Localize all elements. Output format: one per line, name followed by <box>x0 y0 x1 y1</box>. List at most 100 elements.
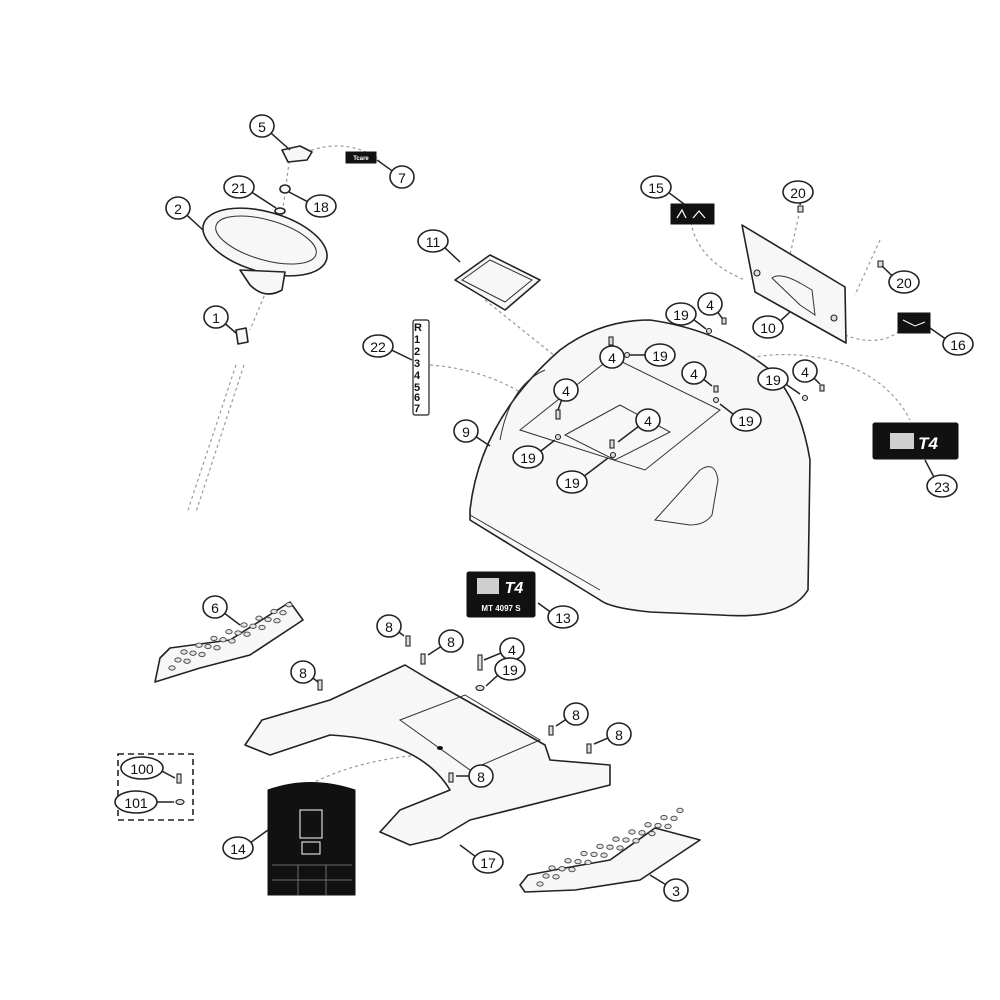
washer[interactable] <box>712 396 720 404</box>
leader-line <box>483 652 502 661</box>
speed-decal[interactable] <box>670 203 715 225</box>
cap-decal-plate[interactable] <box>345 151 377 164</box>
callout-washer[interactable]: 19 <box>485 657 526 687</box>
screw[interactable] <box>586 743 592 754</box>
callout-screw[interactable]: 8 <box>555 702 589 727</box>
rear-cover-panel[interactable] <box>741 224 847 344</box>
mat-hole <box>264 616 272 623</box>
controls-decal-plate[interactable] <box>267 782 356 896</box>
mat-hole <box>228 638 236 644</box>
washer[interactable] <box>554 433 562 441</box>
callout-label: 21 <box>231 180 247 196</box>
mat-hole <box>600 852 608 858</box>
screw[interactable] <box>608 336 614 346</box>
callout-left-floor-mat[interactable]: 6 <box>202 595 241 626</box>
screw[interactable] <box>548 725 554 736</box>
access-lid[interactable] <box>454 254 541 311</box>
washer[interactable] <box>475 684 485 692</box>
callout-rear-cover-panel[interactable]: 10 <box>752 311 791 339</box>
washer[interactable] <box>801 394 809 402</box>
kit-screw[interactable] <box>176 773 182 784</box>
callout-warning-decal[interactable]: 16 <box>929 327 974 356</box>
rear-body-shell[interactable] <box>469 319 811 617</box>
screw[interactable] <box>477 654 483 671</box>
callout-floor-plate[interactable]: 17 <box>459 844 504 874</box>
callout-controls-decal[interactable]: 14 <box>222 829 269 860</box>
leader-line <box>250 829 269 843</box>
callout-kit-washer[interactable]: 101 <box>114 790 174 814</box>
warning-decal[interactable] <box>897 312 931 334</box>
callout-oval <box>926 474 958 498</box>
callout-screw[interactable]: 4 <box>617 408 661 443</box>
floor-plate-hole <box>437 746 443 750</box>
washer[interactable] <box>623 351 631 359</box>
callout-model-decal[interactable]: 13 <box>537 602 579 629</box>
callout-screw[interactable]: 8 <box>376 614 405 638</box>
screw[interactable] <box>448 772 454 783</box>
washer[interactable] <box>274 207 286 215</box>
callout-washer[interactable]: 19 <box>757 367 801 395</box>
leader-line <box>785 383 801 395</box>
callout-t4-decal[interactable]: 23 <box>924 459 958 498</box>
callout-screw[interactable]: 8 <box>290 660 319 684</box>
callout-label: 4 <box>608 350 616 366</box>
model-decal-stripes <box>477 578 499 594</box>
callout-screw[interactable]: 4 <box>792 359 821 385</box>
screw[interactable] <box>405 635 411 647</box>
screw[interactable] <box>420 653 426 665</box>
cap-decal: Tcare <box>345 151 377 164</box>
callout-screw[interactable]: 8 <box>427 629 464 656</box>
callout-washer[interactable]: 19 <box>556 457 609 494</box>
callout-washer[interactable]: 21 <box>223 175 277 209</box>
steering-hub <box>239 269 286 295</box>
mat-hole <box>258 624 266 631</box>
callout-screw[interactable]: 4 <box>681 361 713 387</box>
callout-nut[interactable]: 18 <box>288 191 337 218</box>
callout-washer[interactable]: 19 <box>665 302 707 330</box>
callout-speed-decal[interactable]: 15 <box>640 175 685 205</box>
callout-washer[interactable]: 19 <box>719 403 762 432</box>
decal22-dash <box>429 364 521 393</box>
callout-access-lid[interactable]: 11 <box>417 229 461 263</box>
callout-label: 8 <box>572 707 580 723</box>
t4-decal-mark: T4 <box>918 434 938 453</box>
nut[interactable] <box>279 184 291 194</box>
screw[interactable] <box>721 317 727 325</box>
callout-steering-wheel-cap[interactable]: 5 <box>249 114 291 151</box>
callout-washer[interactable]: 19 <box>512 439 556 469</box>
screw[interactable] <box>819 384 825 392</box>
washer[interactable] <box>609 451 617 459</box>
screw[interactable] <box>797 205 804 213</box>
right-floor-mat-shape[interactable] <box>519 827 701 893</box>
screw[interactable] <box>713 385 719 393</box>
kit-washer[interactable] <box>175 798 185 806</box>
callout-right-floor-mat[interactable]: 3 <box>649 874 689 902</box>
callout-screw[interactable]: 4 <box>599 345 625 369</box>
floor-plate-shape[interactable] <box>244 664 611 846</box>
callout-cap-decal[interactable]: 7 <box>376 159 415 189</box>
callout-screw[interactable]: 20 <box>881 265 920 294</box>
callout-rear-body[interactable]: 9 <box>453 419 491 447</box>
steering-adapter[interactable] <box>235 327 249 345</box>
callout-screw[interactable]: 20 <box>782 180 814 206</box>
screw[interactable] <box>317 679 323 691</box>
callout-gear-decal[interactable]: 22 <box>362 334 413 361</box>
gear-decal-plate[interactable] <box>412 319 430 416</box>
model-decal-mark: T4 <box>505 580 524 597</box>
callout-screw[interactable]: 4 <box>697 292 723 319</box>
callout-screw[interactable]: 8 <box>593 722 632 746</box>
screw[interactable] <box>609 439 615 449</box>
callout-screw[interactable]: 4 <box>553 378 579 411</box>
callout-washer[interactable]: 19 <box>630 343 676 367</box>
mat-hole <box>606 844 614 850</box>
screw[interactable] <box>555 409 561 420</box>
steering-cap[interactable] <box>281 145 313 163</box>
washer[interactable] <box>705 327 713 335</box>
callout-kit-screw[interactable]: 100 <box>120 756 176 780</box>
t4-decal-plate[interactable] <box>872 422 959 460</box>
callout-screw[interactable]: 8 <box>456 764 494 788</box>
callout-steering-wheel[interactable]: 2 <box>165 196 204 231</box>
callout-oval <box>114 790 158 814</box>
callout-screw[interactable]: 4 <box>483 637 525 661</box>
callout-steering-shaft-adapter[interactable]: 1 <box>203 305 237 334</box>
